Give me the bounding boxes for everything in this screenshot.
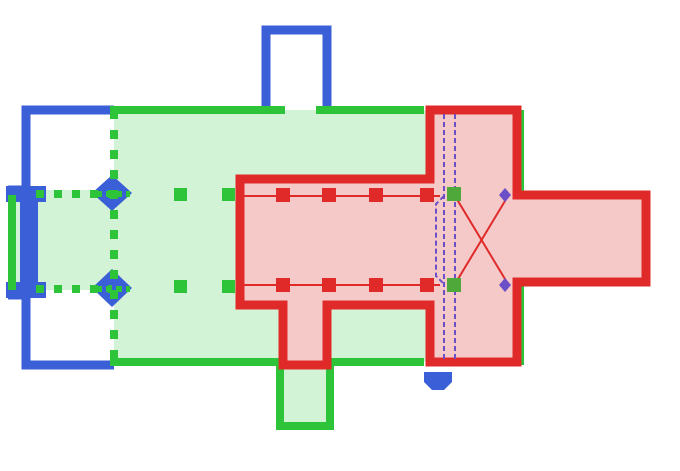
green-pier-n2 [222, 188, 235, 201]
purple-diamond-n [499, 188, 511, 202]
red-pier-s4 [420, 278, 434, 292]
green-crossing-pier-n [447, 187, 461, 201]
blue-west-wall-thick [20, 186, 38, 298]
red-pier-n3 [369, 188, 383, 202]
red-phase-outline [235, 105, 651, 370]
red-pier-n4 [420, 188, 434, 202]
purple-dashed-step-top [435, 195, 445, 285]
green-pier-n1 [174, 188, 187, 201]
purple-dashed-overlay [435, 114, 456, 360]
red-pier-s1 [276, 278, 290, 292]
blue-north-porch [261, 25, 332, 110]
green-south-porch [276, 366, 334, 430]
blue-south-pier [424, 372, 452, 390]
red-pier-s3 [369, 278, 383, 292]
green-south-porch-fill [282, 362, 330, 424]
purple-diamond-s [499, 278, 511, 292]
red-pier-n2 [322, 188, 336, 202]
red-pier-n1 [276, 188, 290, 202]
green-pier-s2 [222, 280, 235, 293]
red-crossing-diagonal-2 [454, 195, 509, 285]
red-pier-s2 [322, 278, 336, 292]
green-pier-s1 [174, 280, 187, 293]
green-crossing-pier-s [447, 278, 461, 292]
